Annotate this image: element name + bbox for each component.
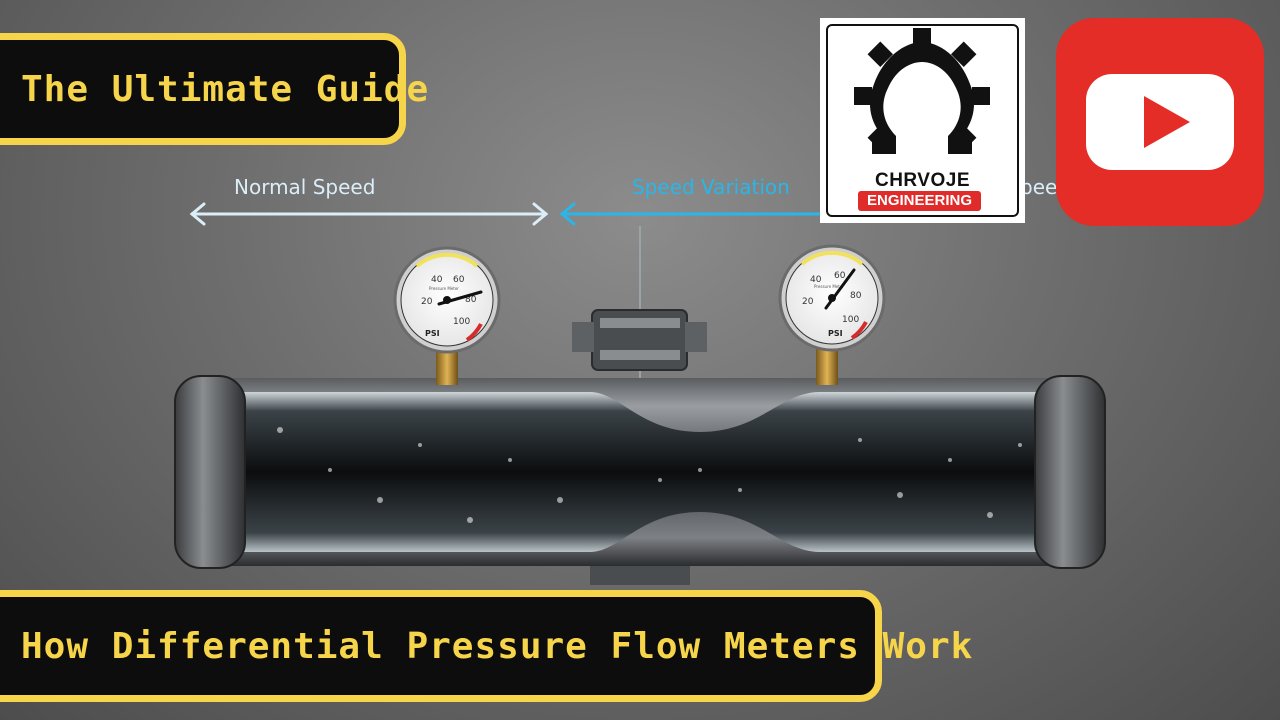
gauge-tick-100: 100: [453, 317, 470, 327]
gauge-tick-80: 80: [465, 295, 477, 305]
speed-variation-arrow: [559, 202, 832, 226]
lower-bracket: [590, 565, 690, 585]
center-valve-block: [572, 309, 707, 371]
speed-variation-label: Speed Variation: [632, 175, 790, 199]
logo-name-text: CHRVOJE: [874, 170, 970, 191]
gauge-tick-80: 80: [850, 291, 862, 301]
gauge-title: Pressure Meter: [814, 284, 844, 289]
right-pressure-gauge-icon: 20 40 60 80 100 Pressure Meter PSI: [778, 244, 886, 352]
gauge-title: Pressure Meter: [429, 286, 459, 291]
title-text-top: The Ultimate Guide: [21, 68, 430, 110]
gauge-tick-60: 60: [834, 271, 846, 281]
partial-speed-label: pee: [1020, 175, 1058, 199]
gauge-tick-60: 60: [453, 275, 465, 285]
right-flange: [1034, 375, 1106, 569]
normal-speed-arrow: [189, 202, 549, 226]
gear-omega-logo-icon: [854, 28, 990, 154]
title-banner-top: The Ultimate Guide: [0, 33, 428, 145]
gauge-unit: PSI: [828, 329, 843, 338]
title-text-bottom: How Differential Pressure Flow Meters Wo…: [21, 625, 974, 667]
water-flow: [230, 392, 1050, 552]
right-gauge-stem: [816, 345, 838, 385]
gauge-tick-100: 100: [842, 315, 859, 325]
logo-sub-text: ENGINEERING: [858, 191, 981, 211]
left-gauge-stem: [436, 345, 458, 385]
gauge-tick-20: 20: [421, 297, 433, 307]
left-flange: [174, 375, 246, 569]
title-banner-bottom: How Differential Pressure Flow Meters Wo…: [0, 590, 972, 702]
gauge-tick-40: 40: [431, 275, 443, 285]
left-pressure-gauge-icon: 20 40 60 80 100 Pressure Meter PSI: [393, 246, 501, 354]
youtube-icon[interactable]: [1056, 18, 1264, 226]
channel-logo: CHRVOJE ENGINEERING: [820, 18, 1025, 223]
gauge-tick-20: 20: [802, 297, 814, 307]
water-bubbles: [277, 427, 1022, 523]
gauge-tick-40: 40: [810, 275, 822, 285]
gauge-unit: PSI: [425, 329, 440, 338]
youtube-play-icon: [1086, 74, 1234, 170]
normal-speed-label: Normal Speed: [234, 175, 376, 199]
